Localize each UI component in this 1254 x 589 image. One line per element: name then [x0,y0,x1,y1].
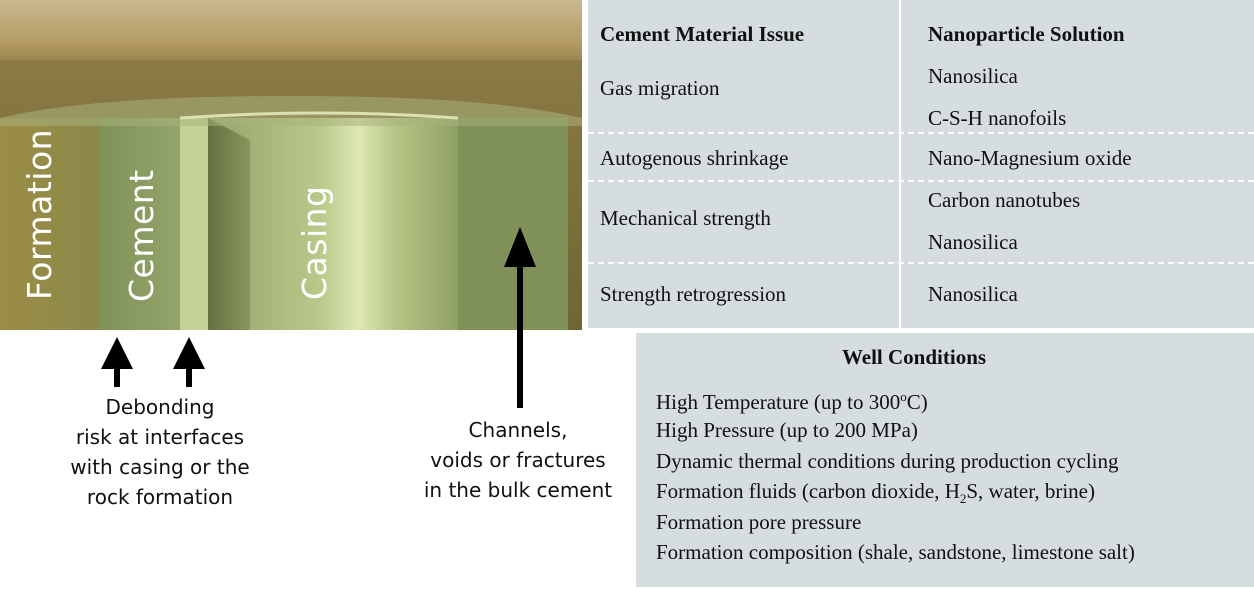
solution-cell: Nanosilica [928,230,1018,254]
row-divider [588,262,1254,264]
header-issue: Cement Material Issue [600,22,805,46]
issue-strength-retrogression: Strength retrogression [600,282,787,306]
condition-pore-pressure: Formation pore pressure [656,510,862,534]
solution-cell: Nanosilica [928,64,1018,88]
row-divider [588,132,1254,134]
formation-label: Formation [20,128,59,300]
condition-composition: Formation composition (shale, sandstone,… [656,540,1135,564]
row-divider [588,180,1254,182]
condition-pressure: High Pressure (up to 200 MPa) [656,418,918,442]
condition-text: S, water, brine) [966,479,1095,503]
condition-text: High Temperature (up to 300 [656,390,901,414]
condition-text: C) [906,390,928,414]
issue-mechanical-strength: Mechanical strength [600,206,771,230]
well-conditions-title: Well Conditions [841,345,987,369]
condition-text: Formation fluids (carbon dioxide, H [656,479,960,503]
solution-cell: Nano-Magnesium oxide [928,146,1132,170]
condition-fluids: Formation fluids (carbon dioxide, H2S, w… [656,479,1095,507]
subscript: 2 [959,491,967,507]
solution-cell: C-S-H nanofoils [928,106,1067,130]
channels-arrow-lower [517,330,523,408]
channels-arrow-upper [504,227,536,330]
well-conditions-box: Well Conditions High Temperature (up to … [636,333,1254,587]
solution-cell: Nanosilica [928,282,1018,306]
callout-line: rock formation [86,485,234,509]
cement-label: Cement [122,169,161,302]
nanoparticle-table: Cement Material Issue Nanoparticle Solut… [588,0,1254,328]
debonding-arrow-formation [101,337,133,387]
channels-callout: Channels, voids or fractures in the bulk… [408,415,628,505]
wellbore-illustration: Formation Cement Casing [0,0,582,330]
header-solution: Nanoparticle Solution [928,22,1125,46]
debonding-callout: Debonding risk at interfaces with casing… [40,392,280,512]
callout-line: risk at interfaces [75,425,245,449]
debonding-arrow-casing [173,337,205,387]
degree-superscript: o [900,389,907,404]
callout-line: voids or fractures [430,448,606,472]
issue-autogenous-shrinkage: Autogenous shrinkage [600,146,789,170]
casing-label: Casing [295,185,334,301]
solution-cell: Carbon nanotubes [928,188,1081,212]
callout-line: Debonding [105,395,215,419]
issue-gas-migration: Gas migration [600,76,720,100]
callout-line: Channels, [468,418,568,442]
callout-line: in the bulk cement [423,478,613,502]
column-divider [899,0,901,328]
condition-temperature: High Temperature (up to 300oC) [656,389,928,415]
callout-line: with casing or the [70,455,250,479]
condition-dynamic-thermal: Dynamic thermal conditions during produc… [656,449,1119,473]
wellbore-cross-section [0,0,582,330]
